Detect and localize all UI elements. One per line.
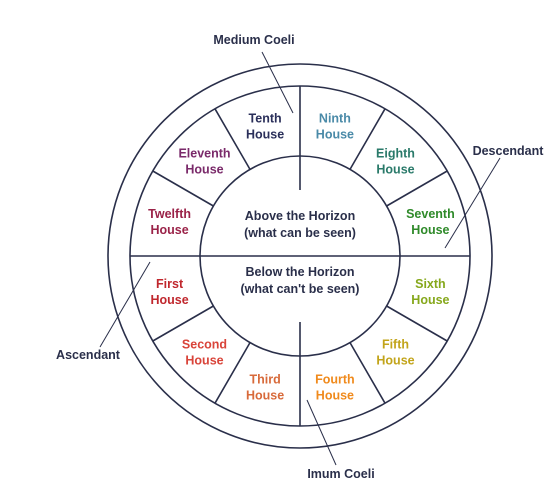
medium-coeli-leader — [261, 51, 294, 114]
house-word: House — [150, 293, 188, 307]
descendant-leader — [444, 157, 501, 249]
below-horizon-subtitle: (what can't be seen) — [241, 282, 360, 296]
house-word: House — [316, 388, 354, 402]
medium-coeli-label: Medium Coeli — [213, 33, 294, 47]
outer-ring — [107, 63, 493, 449]
house-divider — [214, 342, 251, 404]
ascendant-label: Ascendant — [56, 348, 121, 362]
house-name: Sixth — [415, 277, 446, 291]
above-horizon-subtitle: (what can be seen) — [244, 226, 356, 240]
house-word: House — [411, 293, 449, 307]
house-name: Ninth — [319, 112, 351, 126]
house-name: Eighth — [376, 147, 415, 161]
below-horizon-title: Below the Horizon — [245, 265, 354, 279]
above-horizon-title: Above the Horizon — [245, 209, 355, 223]
house-word: House — [246, 128, 284, 142]
house-word: House — [376, 354, 414, 368]
imum-coeli-leader — [306, 399, 337, 466]
house-word: House — [185, 354, 223, 368]
house-name: Eleventh — [178, 147, 230, 161]
house-word: House — [246, 388, 284, 402]
house-name: Tenth — [249, 112, 282, 126]
house-dividers — [152, 108, 448, 404]
house-name: First — [156, 277, 184, 291]
house-divider — [386, 170, 448, 207]
house-divider — [152, 305, 214, 342]
house-name: Fourth — [315, 372, 355, 386]
house-name: Second — [182, 338, 227, 352]
house-word: House — [411, 223, 449, 237]
ascendant-leader — [99, 261, 151, 348]
house-divider — [214, 108, 251, 170]
house-word: House — [376, 163, 414, 177]
house-word: House — [150, 223, 188, 237]
house-divider — [386, 305, 448, 342]
house-word: House — [316, 128, 354, 142]
house-divider — [152, 170, 214, 207]
house-divider — [349, 108, 386, 170]
house-name: Seventh — [406, 207, 455, 221]
house-name: Twelfth — [148, 207, 191, 221]
house-divider — [349, 342, 386, 404]
house-word: House — [185, 163, 223, 177]
descendant-label: Descendant — [473, 144, 545, 158]
house-name: Fifth — [382, 338, 409, 352]
house-name: Third — [249, 372, 280, 386]
imum-coeli-label: Imum Coeli — [307, 467, 374, 481]
